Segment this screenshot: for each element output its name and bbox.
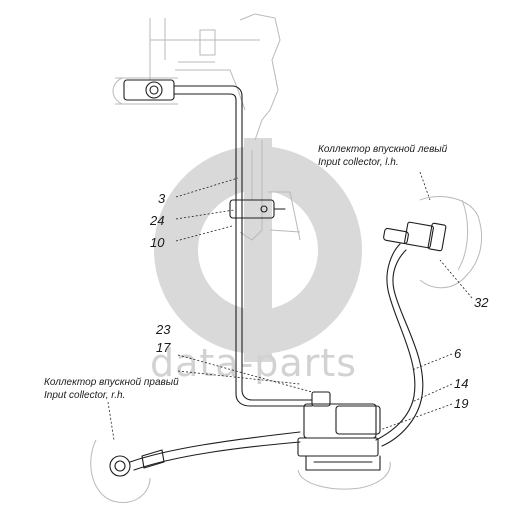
upper-fitting xyxy=(123,79,243,171)
solenoid-valve xyxy=(297,391,391,490)
clamp-24 xyxy=(229,199,286,219)
callout-14: 14 xyxy=(454,376,468,391)
watermark-logo xyxy=(154,138,362,362)
caption-right-collector-ru: Коллектор впускной правый xyxy=(44,377,179,388)
leader-lines xyxy=(107,171,473,441)
hose-6 xyxy=(375,243,424,447)
callout-17: 17 xyxy=(156,340,171,355)
callout-32: 32 xyxy=(474,295,489,310)
callout-23: 23 xyxy=(155,322,171,337)
callout-19: 19 xyxy=(454,396,468,411)
tube-3 xyxy=(235,169,313,407)
left-collector-fitting xyxy=(383,221,447,252)
callout-10: 10 xyxy=(150,235,165,250)
caption-right-collector-en: Input collector, r.h. xyxy=(44,390,125,401)
engine-block-outline xyxy=(112,13,301,241)
callout-6: 6 xyxy=(454,346,462,361)
callout-3: 3 xyxy=(158,191,166,206)
watermark-text: data-parts xyxy=(150,341,357,385)
right-collector-outline xyxy=(90,439,151,503)
caption-left-collector-en: Input collector, l.h. xyxy=(318,157,399,168)
hose-right-collector xyxy=(109,431,301,477)
caption-left-collector-ru: Коллектор впускной левый xyxy=(318,144,448,155)
left-collector-outline xyxy=(419,196,483,289)
callout-24: 24 xyxy=(149,213,164,228)
